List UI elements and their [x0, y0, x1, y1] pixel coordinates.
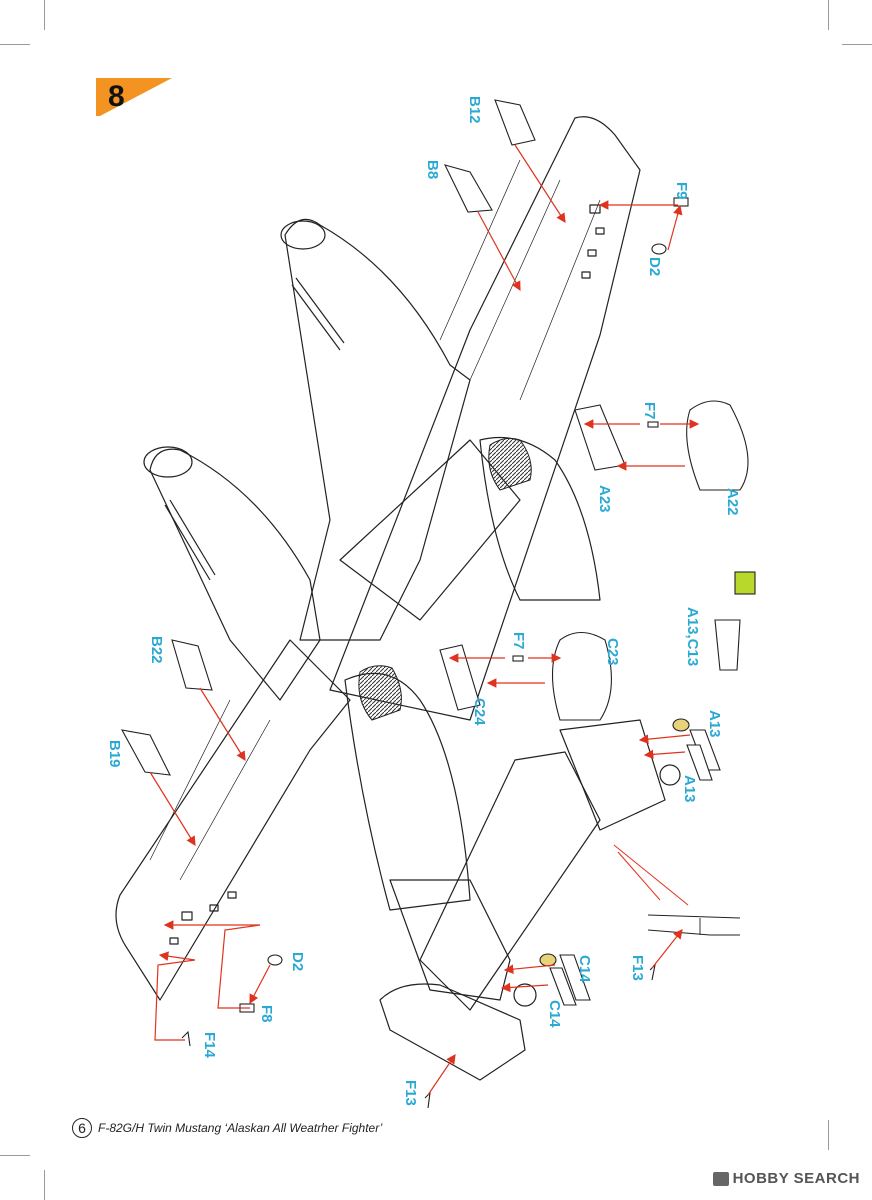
label-C14-a: C14	[576, 955, 593, 983]
crop-mark	[44, 0, 45, 30]
wing-left	[115, 639, 351, 1001]
watermark: HOBBY SEARCH	[712, 1170, 860, 1187]
intake-grill-lower	[358, 665, 402, 721]
label-C24: C24	[471, 698, 488, 726]
part-D2-top	[651, 243, 667, 255]
step-number: 8	[108, 80, 125, 113]
spinner-lower	[143, 446, 193, 478]
fuselage-lower	[149, 448, 321, 701]
arrow-B19	[149, 771, 196, 847]
tailplane	[419, 751, 601, 1011]
label-C14-b: C14	[546, 1000, 563, 1028]
label-B8: B8	[424, 160, 441, 179]
scoop-lower	[344, 672, 471, 911]
crop-mark	[842, 44, 872, 45]
label-A22: A22	[724, 488, 741, 516]
page-number: 6	[72, 1118, 92, 1138]
scoop-upper	[479, 436, 601, 601]
part-A-tag-a	[672, 718, 690, 732]
crop-mark	[828, 1120, 829, 1150]
label-A13-b: A13	[681, 775, 698, 803]
label-B12: B12	[466, 96, 483, 124]
spinner-upper	[280, 220, 326, 250]
label-D2-bottom: D2	[289, 952, 306, 971]
label-F13-bottom: F13	[402, 1080, 419, 1106]
arrow-C14-b	[500, 982, 549, 993]
arrow-B8	[477, 211, 521, 292]
part-F14	[181, 1030, 191, 1047]
arrow-A13-a	[638, 734, 691, 744]
arrow-D2-top	[667, 204, 683, 251]
part-clear-A13C13	[734, 571, 756, 595]
label-F14: F14	[201, 1032, 218, 1059]
part-A22-canopy	[686, 400, 749, 491]
step-badge-shape	[96, 78, 172, 116]
crop-mark	[44, 1170, 45, 1200]
part-B12	[494, 99, 536, 146]
part-F7-top	[647, 421, 659, 428]
fuselage-upper	[284, 218, 471, 641]
label-F9: F9	[673, 182, 690, 200]
part-B19	[120, 729, 171, 776]
arrow-F13-bottom	[427, 1054, 456, 1096]
label-F7-mid: F7	[510, 632, 527, 650]
label-A23: A23	[596, 485, 613, 513]
page-footer: 6 F-82G/H Twin Mustang ‘Alaskan All Weat…	[72, 1118, 382, 1138]
arrow-A13-b	[643, 749, 686, 760]
label-D2-top: D2	[646, 257, 663, 276]
part-F13-bottom	[424, 1091, 431, 1109]
rear-fuselage	[389, 879, 511, 1001]
label-A13C13: A13,C13	[684, 607, 701, 666]
part-B22	[171, 639, 213, 691]
part-F7-mid	[512, 655, 524, 662]
part-D2-bottom	[267, 954, 283, 966]
arrow-F14	[154, 951, 196, 1041]
part-C23-canopy	[551, 631, 612, 721]
arrow-D2-bottom	[249, 964, 271, 1005]
gift-box-icon	[712, 1171, 729, 1186]
part-B8	[443, 164, 493, 213]
label-B22: B22	[148, 636, 165, 664]
crop-mark	[0, 44, 30, 45]
label-B19: B19	[106, 740, 123, 768]
part-A13-strut-b	[686, 744, 713, 781]
wing-right	[329, 116, 641, 721]
watermark-text: HOBBY SEARCH	[732, 1170, 860, 1187]
label-F8: F8	[258, 1005, 275, 1023]
stabilizer	[379, 983, 526, 1081]
label-F7-top: F7	[641, 402, 658, 420]
part-C14-strut-a	[559, 954, 591, 1001]
arrow-B22	[199, 687, 246, 762]
part-C-tag	[539, 953, 557, 967]
arrow-F8	[163, 920, 261, 1009]
arrow-F13-right	[651, 929, 683, 969]
arrow-C14-a	[503, 964, 556, 974]
label-C23: C23	[604, 638, 621, 666]
crop-mark	[0, 1155, 30, 1156]
center-wing	[339, 439, 521, 621]
part-A23-panel	[574, 404, 626, 471]
label-A13-a: A13	[706, 710, 723, 738]
part-C14-strut-b	[549, 967, 577, 1006]
page-caption: F-82G/H Twin Mustang ‘Alaskan All Weatrh…	[98, 1121, 383, 1135]
intake-grill-upper	[488, 437, 532, 491]
arrow-B12	[514, 144, 566, 224]
label-F13-right: F13	[629, 955, 646, 981]
crop-mark	[828, 0, 829, 30]
part-A13C13	[714, 619, 741, 671]
